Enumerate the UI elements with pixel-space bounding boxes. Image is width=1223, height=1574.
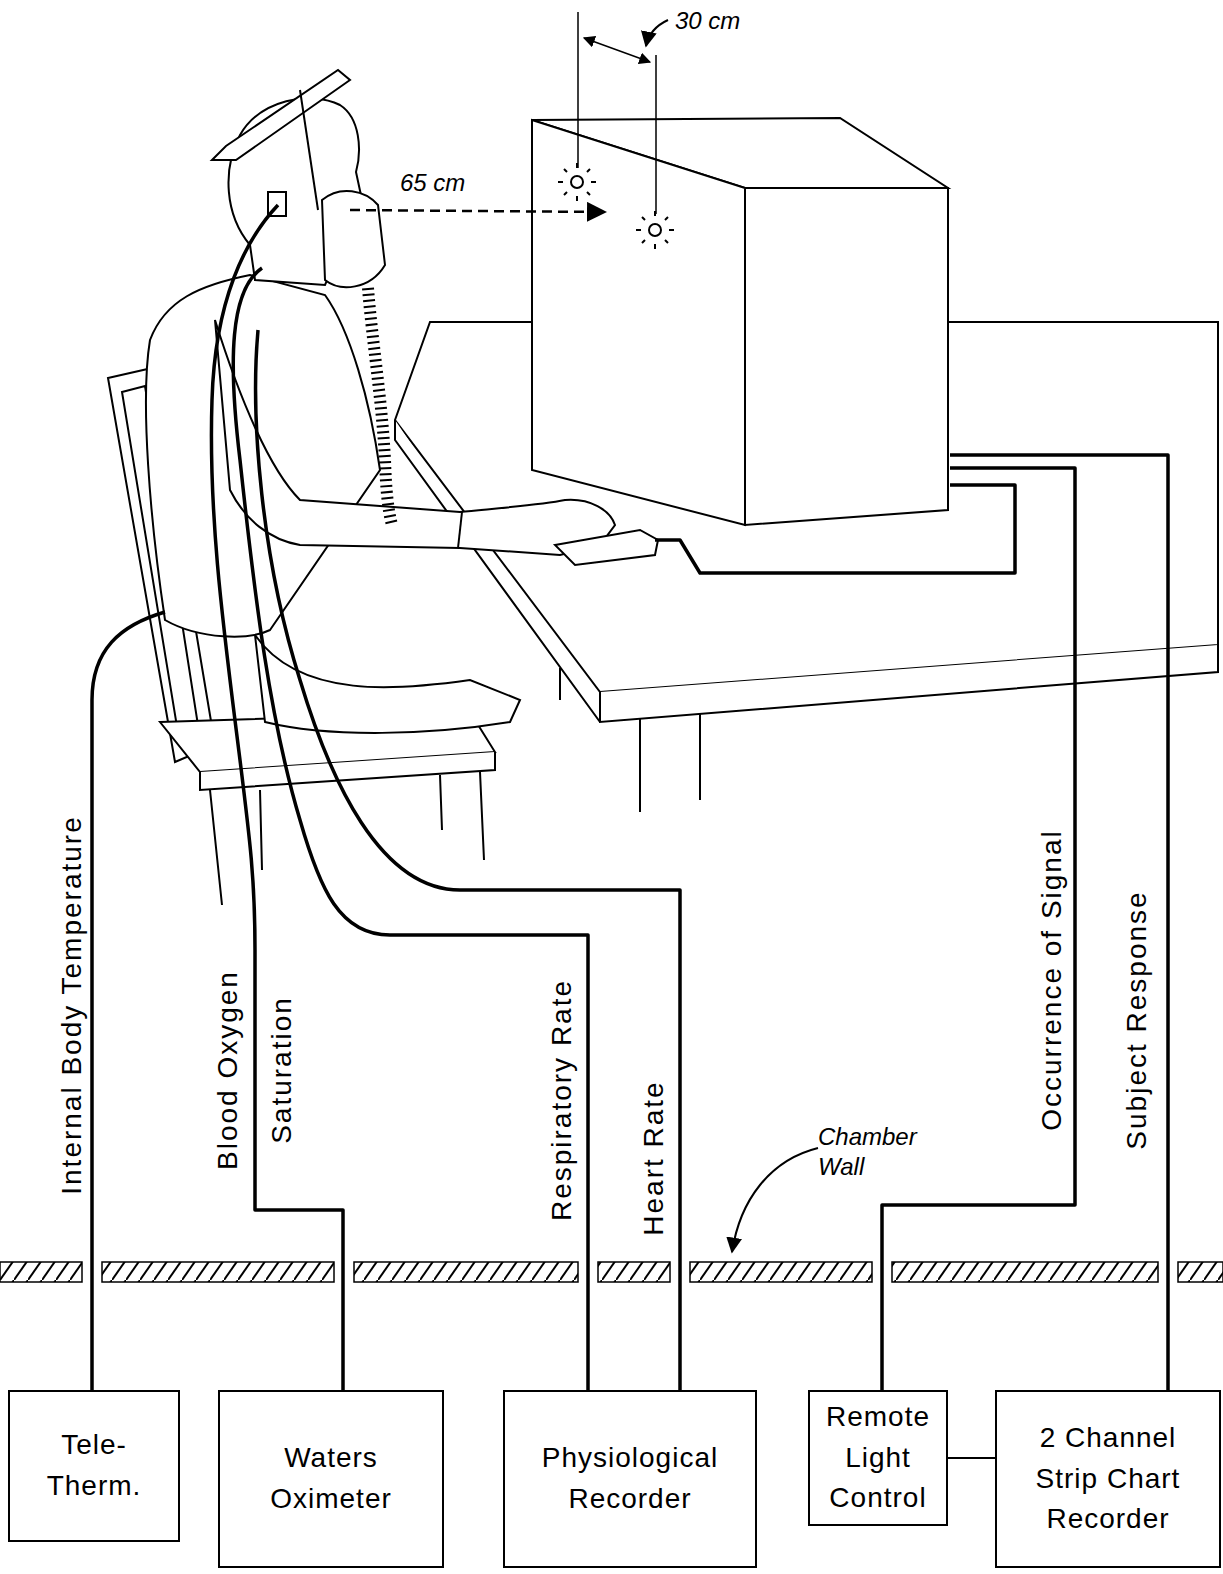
signal-label: Heart Rate xyxy=(638,1080,670,1235)
response-wire xyxy=(950,455,1168,1390)
connector-wire xyxy=(948,1457,995,1459)
instrument-name: Physiological Recorder xyxy=(525,1438,735,1519)
leader-line xyxy=(646,20,668,46)
instrument-name: 2 Channel Strip Chart Recorder xyxy=(1021,1418,1195,1540)
instrument-name: Waters Oximeter xyxy=(240,1438,422,1519)
breathing-hose xyxy=(368,288,392,525)
instrument-box: Remote Light Control xyxy=(808,1390,948,1526)
stimulus-box xyxy=(532,118,948,525)
head-strap xyxy=(300,90,318,210)
wall-segment xyxy=(102,1262,334,1282)
wall-segment xyxy=(690,1262,872,1282)
box-front xyxy=(532,120,745,525)
annotation: 30 cm xyxy=(675,6,740,36)
signal-wire xyxy=(882,468,1075,1390)
subject-leg xyxy=(255,635,520,733)
signal-label: Subject Response xyxy=(1121,890,1153,1149)
response-button xyxy=(555,530,658,565)
oxygen-mask xyxy=(322,191,385,287)
instrument-name: Remote Light Control xyxy=(818,1397,938,1519)
instrument-box: Physiological Recorder xyxy=(503,1390,757,1568)
glove-cuff xyxy=(458,512,462,548)
instrument-box: Waters Oximeter xyxy=(218,1390,444,1568)
wall-segment xyxy=(354,1262,578,1282)
dimensions xyxy=(350,12,668,214)
wall-segment xyxy=(0,1262,82,1282)
instrument-name: Tele- Therm. xyxy=(34,1425,154,1506)
instrument-box: Tele- Therm. xyxy=(8,1390,180,1542)
annotation: Chamber Wall xyxy=(818,1122,936,1182)
wall-pointer xyxy=(732,1148,818,1252)
box-side xyxy=(745,188,948,525)
sight-line xyxy=(350,210,605,212)
light-bulb xyxy=(649,224,661,236)
desk-leg xyxy=(560,668,700,812)
light-rays xyxy=(558,163,596,201)
heart-rate-wire xyxy=(256,330,680,1390)
light-bulb xyxy=(571,176,583,188)
oximeter-wire xyxy=(211,205,343,1390)
annotation: 65 cm xyxy=(400,168,465,198)
signal-label: Occurrence of Signal xyxy=(1036,829,1068,1130)
light-rays xyxy=(636,211,674,249)
signal-label: Internal Body Temperature xyxy=(56,815,88,1194)
wall-segment xyxy=(1178,1262,1223,1282)
signal-label: Respiratory Rate xyxy=(546,979,578,1221)
respiration-wire xyxy=(233,268,588,1390)
connectors xyxy=(948,1458,995,1459)
wall-segment xyxy=(598,1262,670,1282)
dimension-arrow xyxy=(584,38,650,62)
wall-segment xyxy=(892,1262,1158,1282)
chair-leg xyxy=(210,772,484,905)
button-wire xyxy=(655,485,1015,573)
chamber-wall xyxy=(0,1148,1223,1282)
signal-label: Blood Oxygen Saturation xyxy=(201,955,309,1185)
dimension-line xyxy=(578,12,656,214)
instrument-box: 2 Channel Strip Chart Recorder xyxy=(995,1390,1221,1568)
wires xyxy=(92,205,1168,1390)
head-strap xyxy=(212,70,350,160)
